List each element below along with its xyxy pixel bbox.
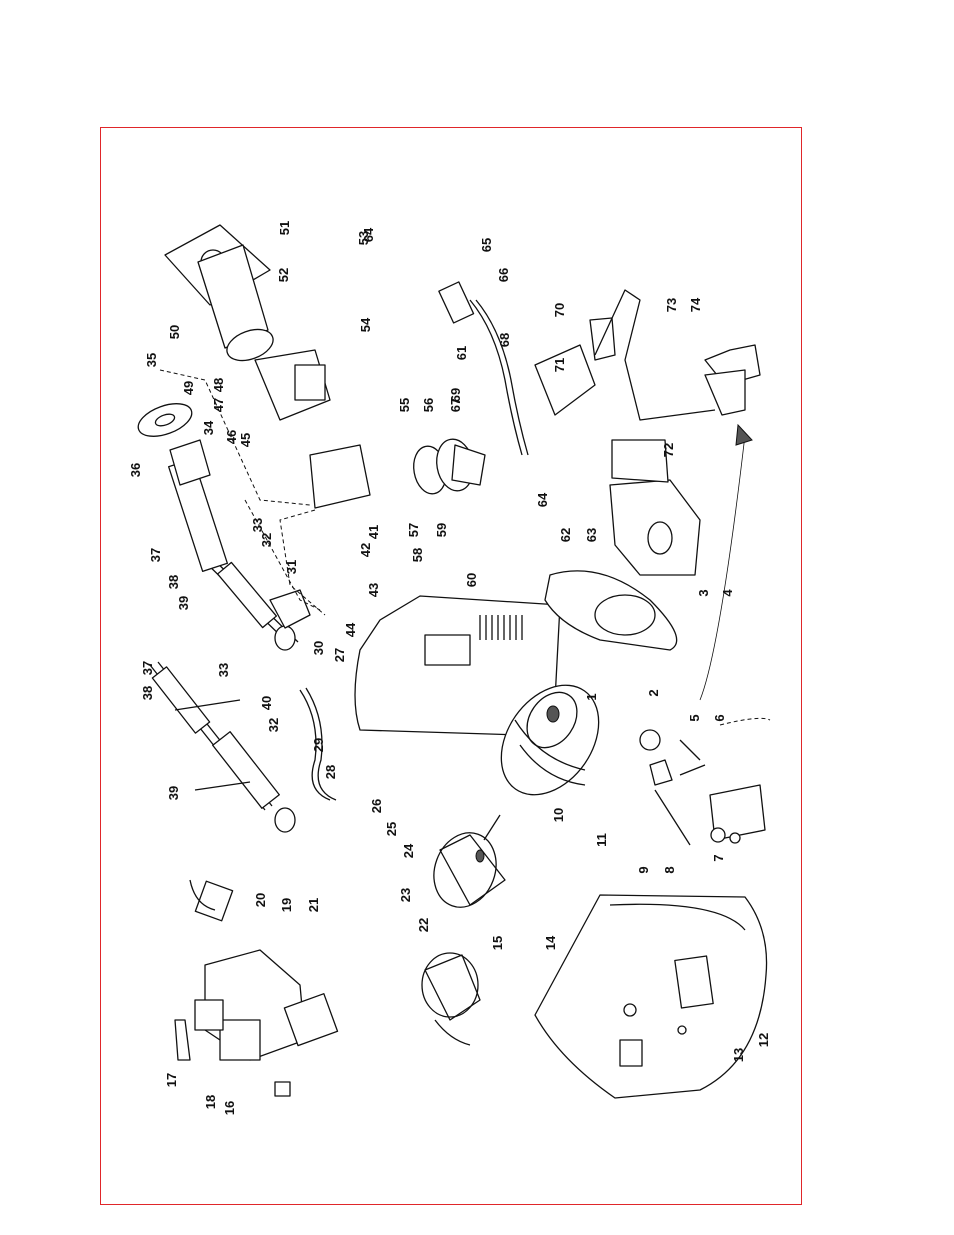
callout-label: 4: [720, 589, 735, 597]
callout-label: 54: [358, 317, 373, 332]
callout-label: 16: [222, 1101, 237, 1115]
callout-label: 32: [266, 718, 281, 732]
callout-label: 45: [238, 433, 253, 447]
callout-label: 33: [216, 663, 231, 677]
callout-label: 72: [661, 443, 676, 457]
callout-label: 70: [552, 303, 567, 317]
air-plate-part: [545, 571, 677, 650]
callout-label: 66: [496, 268, 511, 282]
callout-label: 55: [397, 398, 412, 412]
lever-box-part: [310, 436, 485, 508]
callout-label: 57: [406, 523, 421, 537]
callout-label: 35: [144, 353, 159, 367]
callout-label: 8: [662, 866, 677, 873]
callout-label: 19: [279, 898, 294, 912]
callout-label: 42: [358, 543, 373, 557]
callout-label: 59: [434, 523, 449, 537]
callout-label: 71: [552, 358, 567, 372]
callout-label: 26: [369, 799, 384, 813]
callout-label: 56: [421, 398, 436, 412]
callout-label: 24: [401, 843, 416, 858]
callout-label: 74: [688, 297, 703, 312]
callout-label: 46: [224, 430, 239, 444]
callout-label: 68: [497, 333, 512, 347]
callout-label: 18: [203, 1095, 218, 1109]
callout-label: 7: [711, 854, 726, 861]
callout-label: 65: [479, 238, 494, 252]
callout-label: 9: [636, 866, 651, 873]
callout-label: 40: [259, 696, 274, 710]
callout-label: 73: [664, 298, 679, 312]
callout-label: 25: [384, 822, 399, 836]
callout-label: 13: [731, 1048, 746, 1062]
callout-label: 61: [454, 346, 469, 360]
callout-label: 48: [211, 378, 226, 392]
callout-label: 33: [250, 518, 265, 532]
callout-label: 28: [323, 765, 338, 779]
air-box-part: [610, 480, 700, 575]
callout-label: 32: [259, 533, 274, 547]
callout-label: 64: [535, 492, 550, 507]
callout-label: 27: [332, 648, 347, 662]
callout-label: 17: [164, 1073, 179, 1087]
callout-label: 23: [398, 888, 413, 902]
callout-label: 37: [148, 548, 163, 562]
callout-label: 29: [311, 738, 326, 752]
linkage-part: [640, 730, 765, 845]
callout-label: 31: [284, 560, 299, 574]
callout-label: 50: [167, 325, 182, 339]
callout-label: 38: [140, 686, 155, 700]
pump-part: [422, 953, 480, 1045]
callout-label: 37: [140, 661, 155, 675]
callout-label: 6: [712, 714, 727, 721]
callout-label: 36: [128, 463, 143, 477]
callout-label: 64: [361, 227, 376, 242]
callout-label: 69: [448, 388, 463, 402]
callout-label: 63: [584, 528, 599, 542]
callout-label: 21: [306, 898, 321, 912]
callout-label: 62: [558, 528, 573, 542]
callout-label: 3: [696, 589, 711, 596]
callout-label: 39: [176, 596, 191, 610]
callout-label: 5: [687, 714, 702, 721]
callout-label: 39: [166, 786, 181, 800]
callout-label: 22: [416, 918, 431, 932]
callout-label: 14: [543, 935, 558, 950]
callout-label: 60: [464, 573, 479, 587]
callout-label: 20: [253, 893, 268, 907]
callout-label: 10: [551, 808, 566, 822]
cover-part: [535, 895, 767, 1098]
callout-label: 2: [646, 689, 661, 696]
callout-label: 1: [584, 693, 599, 700]
callout-label: 11: [594, 833, 609, 847]
callout-label: 12: [756, 1033, 771, 1047]
callout-label: 34: [201, 420, 216, 435]
callout-label: 43: [366, 583, 381, 597]
callout-label: 30: [311, 641, 326, 655]
callout-label: 49: [181, 381, 196, 395]
callout-label: 15: [490, 936, 505, 950]
callout-label: 47: [211, 398, 226, 412]
callout-label: 44: [343, 622, 358, 637]
motor-part: [424, 815, 506, 916]
callout-label: 38: [166, 575, 181, 589]
parts-artwork: [134, 225, 770, 1098]
callout-label: 51: [277, 221, 292, 235]
callout-label: 58: [410, 548, 425, 562]
callout-label: 41: [366, 525, 381, 539]
callout-label: 52: [276, 268, 291, 282]
